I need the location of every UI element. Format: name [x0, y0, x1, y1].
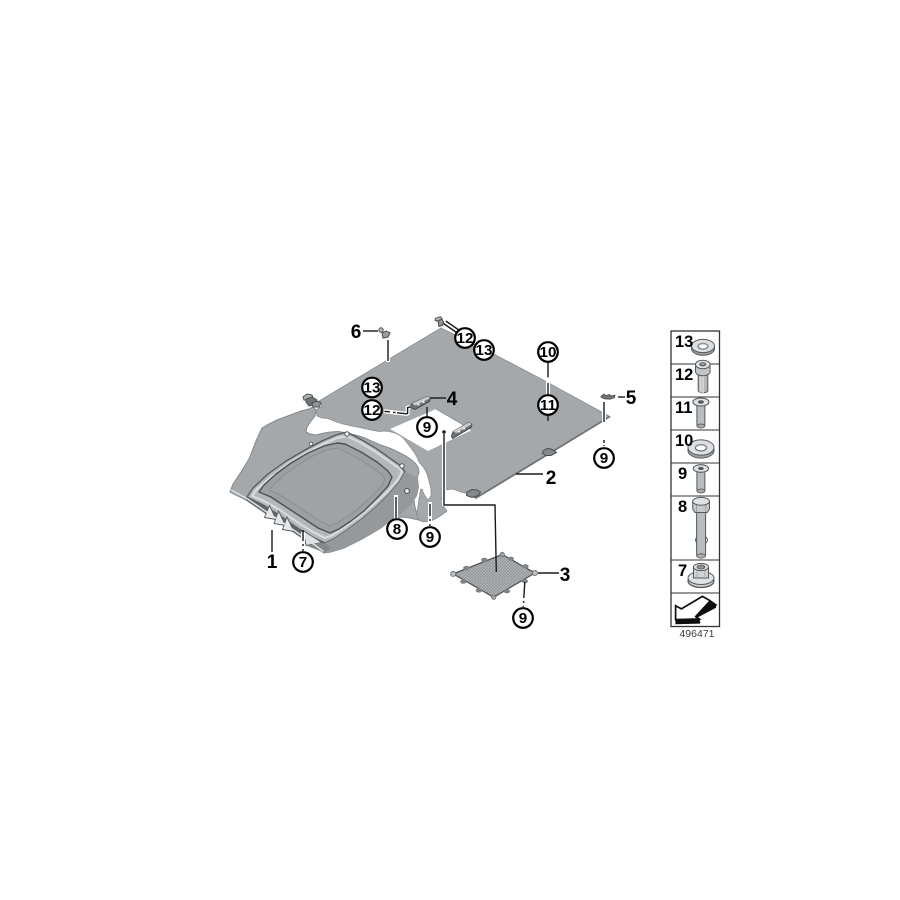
- svg-text:5: 5: [626, 388, 637, 409]
- svg-text:3: 3: [560, 565, 571, 586]
- svg-text:10: 10: [540, 344, 557, 361]
- svg-text:4: 4: [447, 389, 458, 410]
- svg-text:8: 8: [393, 521, 401, 538]
- svg-text:6: 6: [351, 322, 362, 343]
- svg-text:8: 8: [678, 498, 687, 516]
- svg-text:11: 11: [675, 399, 692, 417]
- svg-text:13: 13: [675, 333, 693, 351]
- svg-text:13: 13: [476, 342, 493, 359]
- svg-text:12: 12: [675, 366, 693, 384]
- svg-text:9: 9: [519, 610, 527, 627]
- svg-text:9: 9: [423, 419, 431, 436]
- svg-text:9: 9: [600, 450, 608, 467]
- svg-text:496471: 496471: [679, 628, 714, 640]
- svg-text:11: 11: [540, 397, 557, 414]
- svg-text:13: 13: [364, 380, 381, 397]
- svg-text:9: 9: [426, 529, 434, 546]
- svg-text:9: 9: [678, 465, 687, 483]
- svg-text:7: 7: [678, 562, 687, 580]
- svg-text:12: 12: [457, 330, 474, 347]
- svg-text:2: 2: [546, 468, 557, 489]
- svg-text:12: 12: [364, 402, 381, 419]
- svg-text:10: 10: [675, 432, 693, 450]
- svg-text:7: 7: [299, 554, 307, 571]
- svg-text:1: 1: [267, 552, 278, 573]
